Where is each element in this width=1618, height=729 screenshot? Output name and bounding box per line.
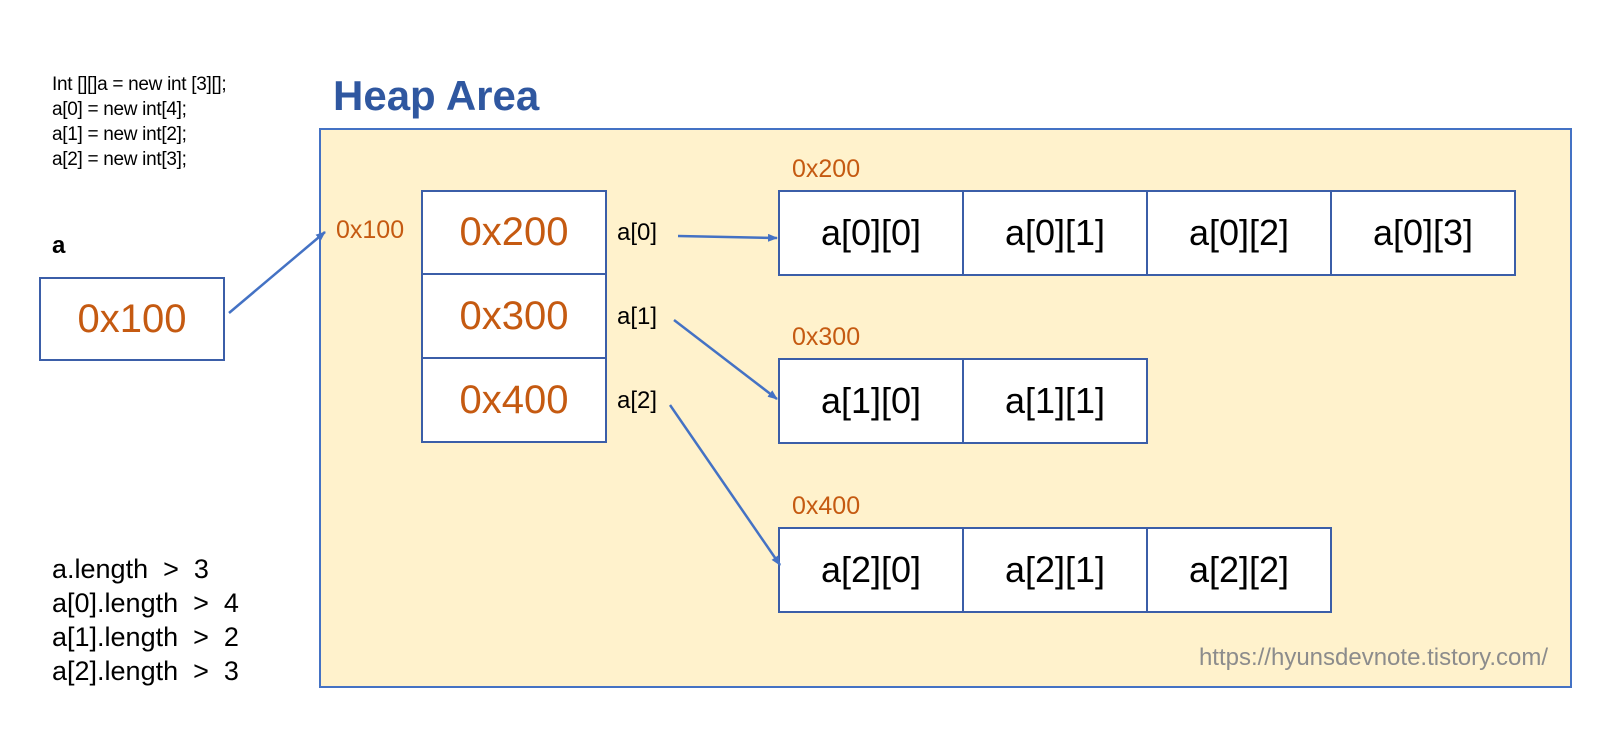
index-label-2: a[2] <box>617 387 658 414</box>
index-label-1: a[1] <box>617 303 658 330</box>
length-line: a.length > 3 <box>52 554 209 584</box>
arrow-a1 <box>673 319 778 400</box>
variable-name: a <box>52 232 66 259</box>
watermark: https://hyunsdevnote.tistory.com/ <box>1198 644 1548 671</box>
length-notes: a.length > 3 a[0].length > 4 a[1].length… <box>52 552 239 688</box>
outer-cell-1: 0x300 <box>421 273 607 359</box>
inner-0-cell-3: a[0][3] <box>1330 190 1516 276</box>
outer-cell-2: 0x400 <box>421 357 607 443</box>
arrow-variable-to-heap <box>228 231 326 314</box>
variable-box: 0x100 <box>39 277 225 361</box>
index-label-0: a[0] <box>617 219 658 246</box>
arrow-a2 <box>668 404 782 566</box>
inner-array-2-address: 0x400 <box>792 492 861 520</box>
length-line: a[2].length > 3 <box>52 656 239 686</box>
inner-0-cell-2: a[0][2] <box>1146 190 1332 276</box>
inner-2-cell-2: a[2][2] <box>1146 527 1332 613</box>
inner-0-cell-0: a[0][0] <box>778 190 964 276</box>
heap-title: Heap Area <box>333 72 540 119</box>
code-line: a[0] = new int[4]; <box>52 99 187 120</box>
outer-array-address: 0x100 <box>336 216 405 244</box>
length-line: a[0].length > 4 <box>52 588 239 618</box>
length-line: a[1].length > 2 <box>52 622 239 652</box>
inner-2-cell-1: a[2][1] <box>962 527 1148 613</box>
inner-array-0-address: 0x200 <box>792 155 861 183</box>
inner-1-cell-0: a[1][0] <box>778 358 964 444</box>
inner-0-cell-1: a[0][1] <box>962 190 1148 276</box>
arrow-a0 <box>677 233 778 242</box>
inner-array-1-address: 0x300 <box>792 323 861 351</box>
code-line: Int [][]a = new int [3][]; <box>52 74 227 95</box>
code-line: a[2] = new int[3]; <box>52 149 187 170</box>
code-line: a[1] = new int[2]; <box>52 124 187 145</box>
code-snippet: Int [][]a = new int [3][]; a[0] = new in… <box>52 72 227 172</box>
outer-cell-0: 0x200 <box>421 190 607 275</box>
inner-1-cell-1: a[1][1] <box>962 358 1148 444</box>
